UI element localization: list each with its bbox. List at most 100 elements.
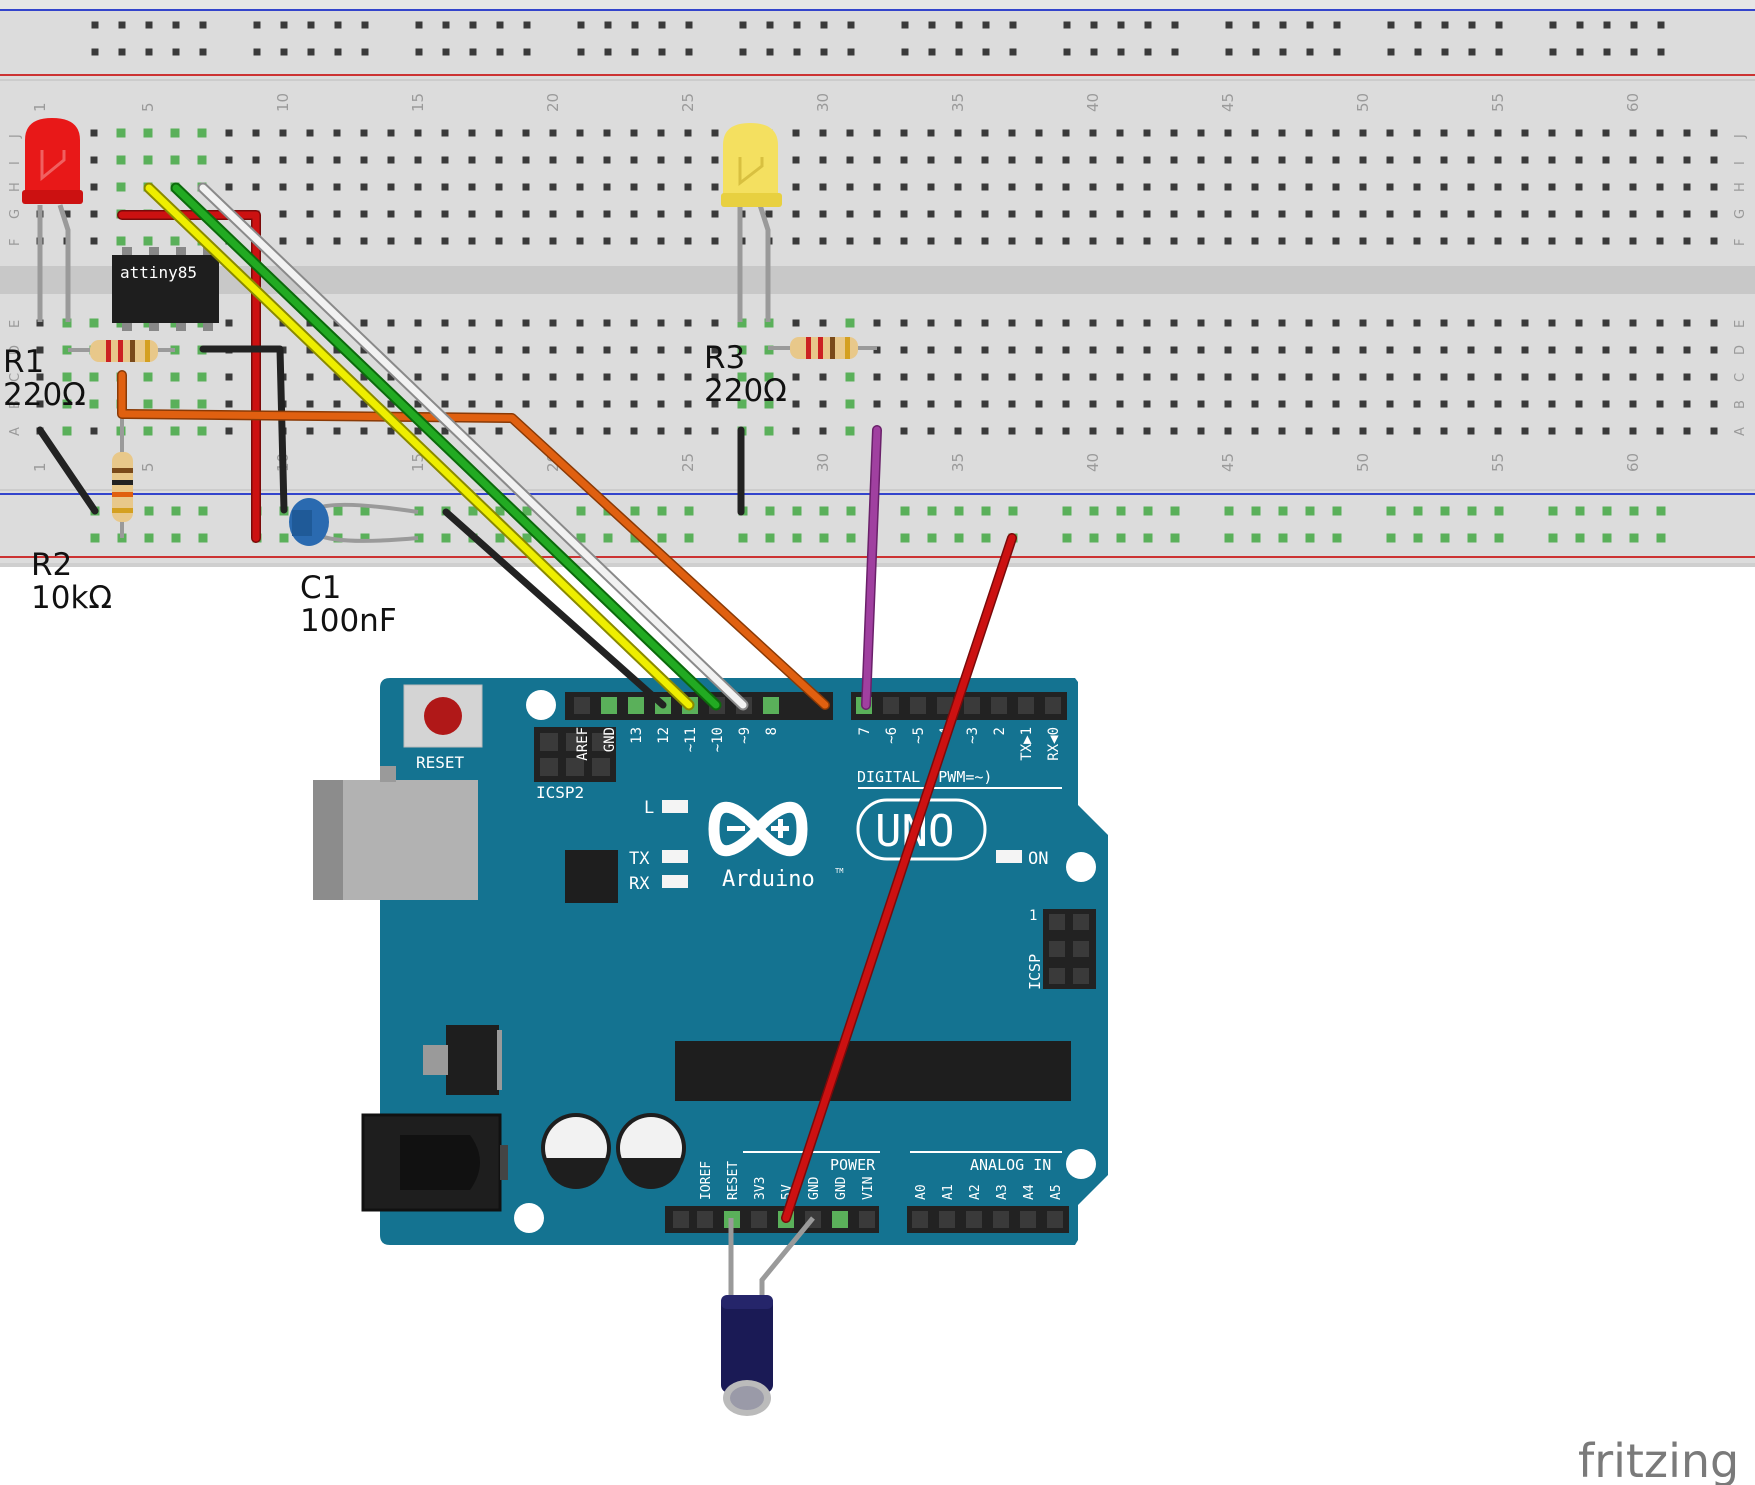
breadboard-hole <box>1305 346 1313 354</box>
breadboard-hole <box>549 427 557 435</box>
breadboard-hole <box>1467 129 1475 137</box>
wire-green <box>170 182 722 711</box>
analog-pin[interactable] <box>939 1211 955 1228</box>
breadboard-hole <box>1683 373 1691 381</box>
analog-pin[interactable] <box>966 1211 982 1228</box>
breadboard-hole <box>1143 346 1151 354</box>
breadboard-hole <box>468 183 476 191</box>
breadboard-hole <box>981 319 989 327</box>
breadboard-hole <box>603 427 611 435</box>
breadboard-hole <box>414 156 422 164</box>
digital-pin[interactable] <box>1045 697 1061 714</box>
breadboard-hole <box>360 400 368 408</box>
breadboard-hole <box>279 237 287 245</box>
electrolytic-capacitor <box>721 1216 815 1416</box>
led-rx-label: RX <box>629 874 650 894</box>
power-pin[interactable] <box>751 1211 767 1228</box>
connected-rail-hole <box>900 506 910 516</box>
breadboard-hole <box>1197 346 1205 354</box>
digital-pin[interactable] <box>763 697 779 714</box>
breadboard-hole <box>1629 346 1637 354</box>
breadboard-hole <box>1089 319 1097 327</box>
rail-hole <box>118 48 126 56</box>
led-l <box>662 800 688 813</box>
breadboard-hole <box>711 210 719 218</box>
breadboard-hole <box>1197 373 1205 381</box>
breadboard-hole <box>1548 427 1556 435</box>
breadboard-hole <box>1224 210 1232 218</box>
rail-hole <box>1657 21 1665 29</box>
breadboard-hole <box>873 129 881 137</box>
usb-interface-chip <box>565 850 618 903</box>
rail-hole <box>739 21 747 29</box>
breadboard-hole <box>954 319 962 327</box>
breadboard-hole <box>1089 156 1097 164</box>
breadboard-hole <box>1683 319 1691 327</box>
analog-pin[interactable] <box>1047 1211 1063 1228</box>
breadboard-hole <box>387 210 395 218</box>
breadboard-hole <box>711 427 719 435</box>
breadboard-hole <box>846 237 854 245</box>
power-pin-label: VIN <box>861 1177 876 1200</box>
breadboard-hole <box>441 400 449 408</box>
analog-pin[interactable] <box>1020 1211 1036 1228</box>
rail-hole <box>1549 21 1557 29</box>
breadboard-hole <box>468 129 476 137</box>
power-pin[interactable] <box>832 1211 848 1228</box>
breadboard-hole <box>549 400 557 408</box>
column-number-bottom: 50 <box>1354 453 1372 472</box>
digital-pin[interactable] <box>601 697 617 714</box>
breadboard-hole <box>1683 400 1691 408</box>
breadboard-hole <box>684 427 692 435</box>
digital-pin[interactable] <box>937 697 953 714</box>
breadboard-hole <box>1035 156 1043 164</box>
breadboard-hole <box>414 373 422 381</box>
breadboard-hole <box>1062 400 1070 408</box>
breadboard-hole <box>1521 346 1529 354</box>
breadboard-hole <box>414 129 422 137</box>
rail-hole <box>334 21 342 29</box>
digital-pin[interactable] <box>883 697 899 714</box>
digital-pin[interactable] <box>964 697 980 714</box>
analog-pin-label: A5 <box>1049 1184 1064 1200</box>
wires <box>36 182 1017 1223</box>
digital-pin[interactable] <box>574 697 590 714</box>
breadboard-hole <box>1656 427 1664 435</box>
analog-pin[interactable] <box>993 1211 1009 1228</box>
breadboard-hole <box>1386 210 1394 218</box>
rail-hole <box>1252 21 1260 29</box>
digital-pin[interactable] <box>991 697 1007 714</box>
column-number-top: 45 <box>1219 93 1237 112</box>
power-pin[interactable] <box>697 1211 713 1228</box>
analog-pin[interactable] <box>912 1211 928 1228</box>
digital-header <box>565 692 1067 720</box>
reset-button[interactable] <box>403 684 483 748</box>
breadboard-hole <box>981 427 989 435</box>
breadboard-hole <box>1656 400 1664 408</box>
breadboard-hole <box>927 373 935 381</box>
breadboard-hole <box>495 237 503 245</box>
breadboard-hole <box>468 346 476 354</box>
breadboard-hole <box>1359 319 1367 327</box>
digital-pin[interactable] <box>1018 697 1034 714</box>
breadboard-hole <box>495 346 503 354</box>
column-number-bottom: 45 <box>1219 453 1237 472</box>
voltage-regulator <box>423 1025 502 1095</box>
column-number-bottom: 55 <box>1489 453 1507 472</box>
digital-pin[interactable] <box>910 697 926 714</box>
rail-hole <box>1333 48 1341 56</box>
connected-rail-hole <box>1170 506 1180 516</box>
breadboard-hole <box>1224 183 1232 191</box>
power-pin[interactable] <box>673 1211 689 1228</box>
rail-hole <box>658 48 666 56</box>
breadboard-hole <box>1224 237 1232 245</box>
breadboard-hole <box>252 129 260 137</box>
breadboard-hole <box>90 237 98 245</box>
breadboard-hole <box>1170 319 1178 327</box>
digital-pin[interactable] <box>628 697 644 714</box>
power-pin[interactable] <box>859 1211 875 1228</box>
onboard-capacitor <box>541 1113 611 1189</box>
power-pin-label: 3V3 <box>753 1177 768 1200</box>
breadboard-hole <box>522 400 530 408</box>
